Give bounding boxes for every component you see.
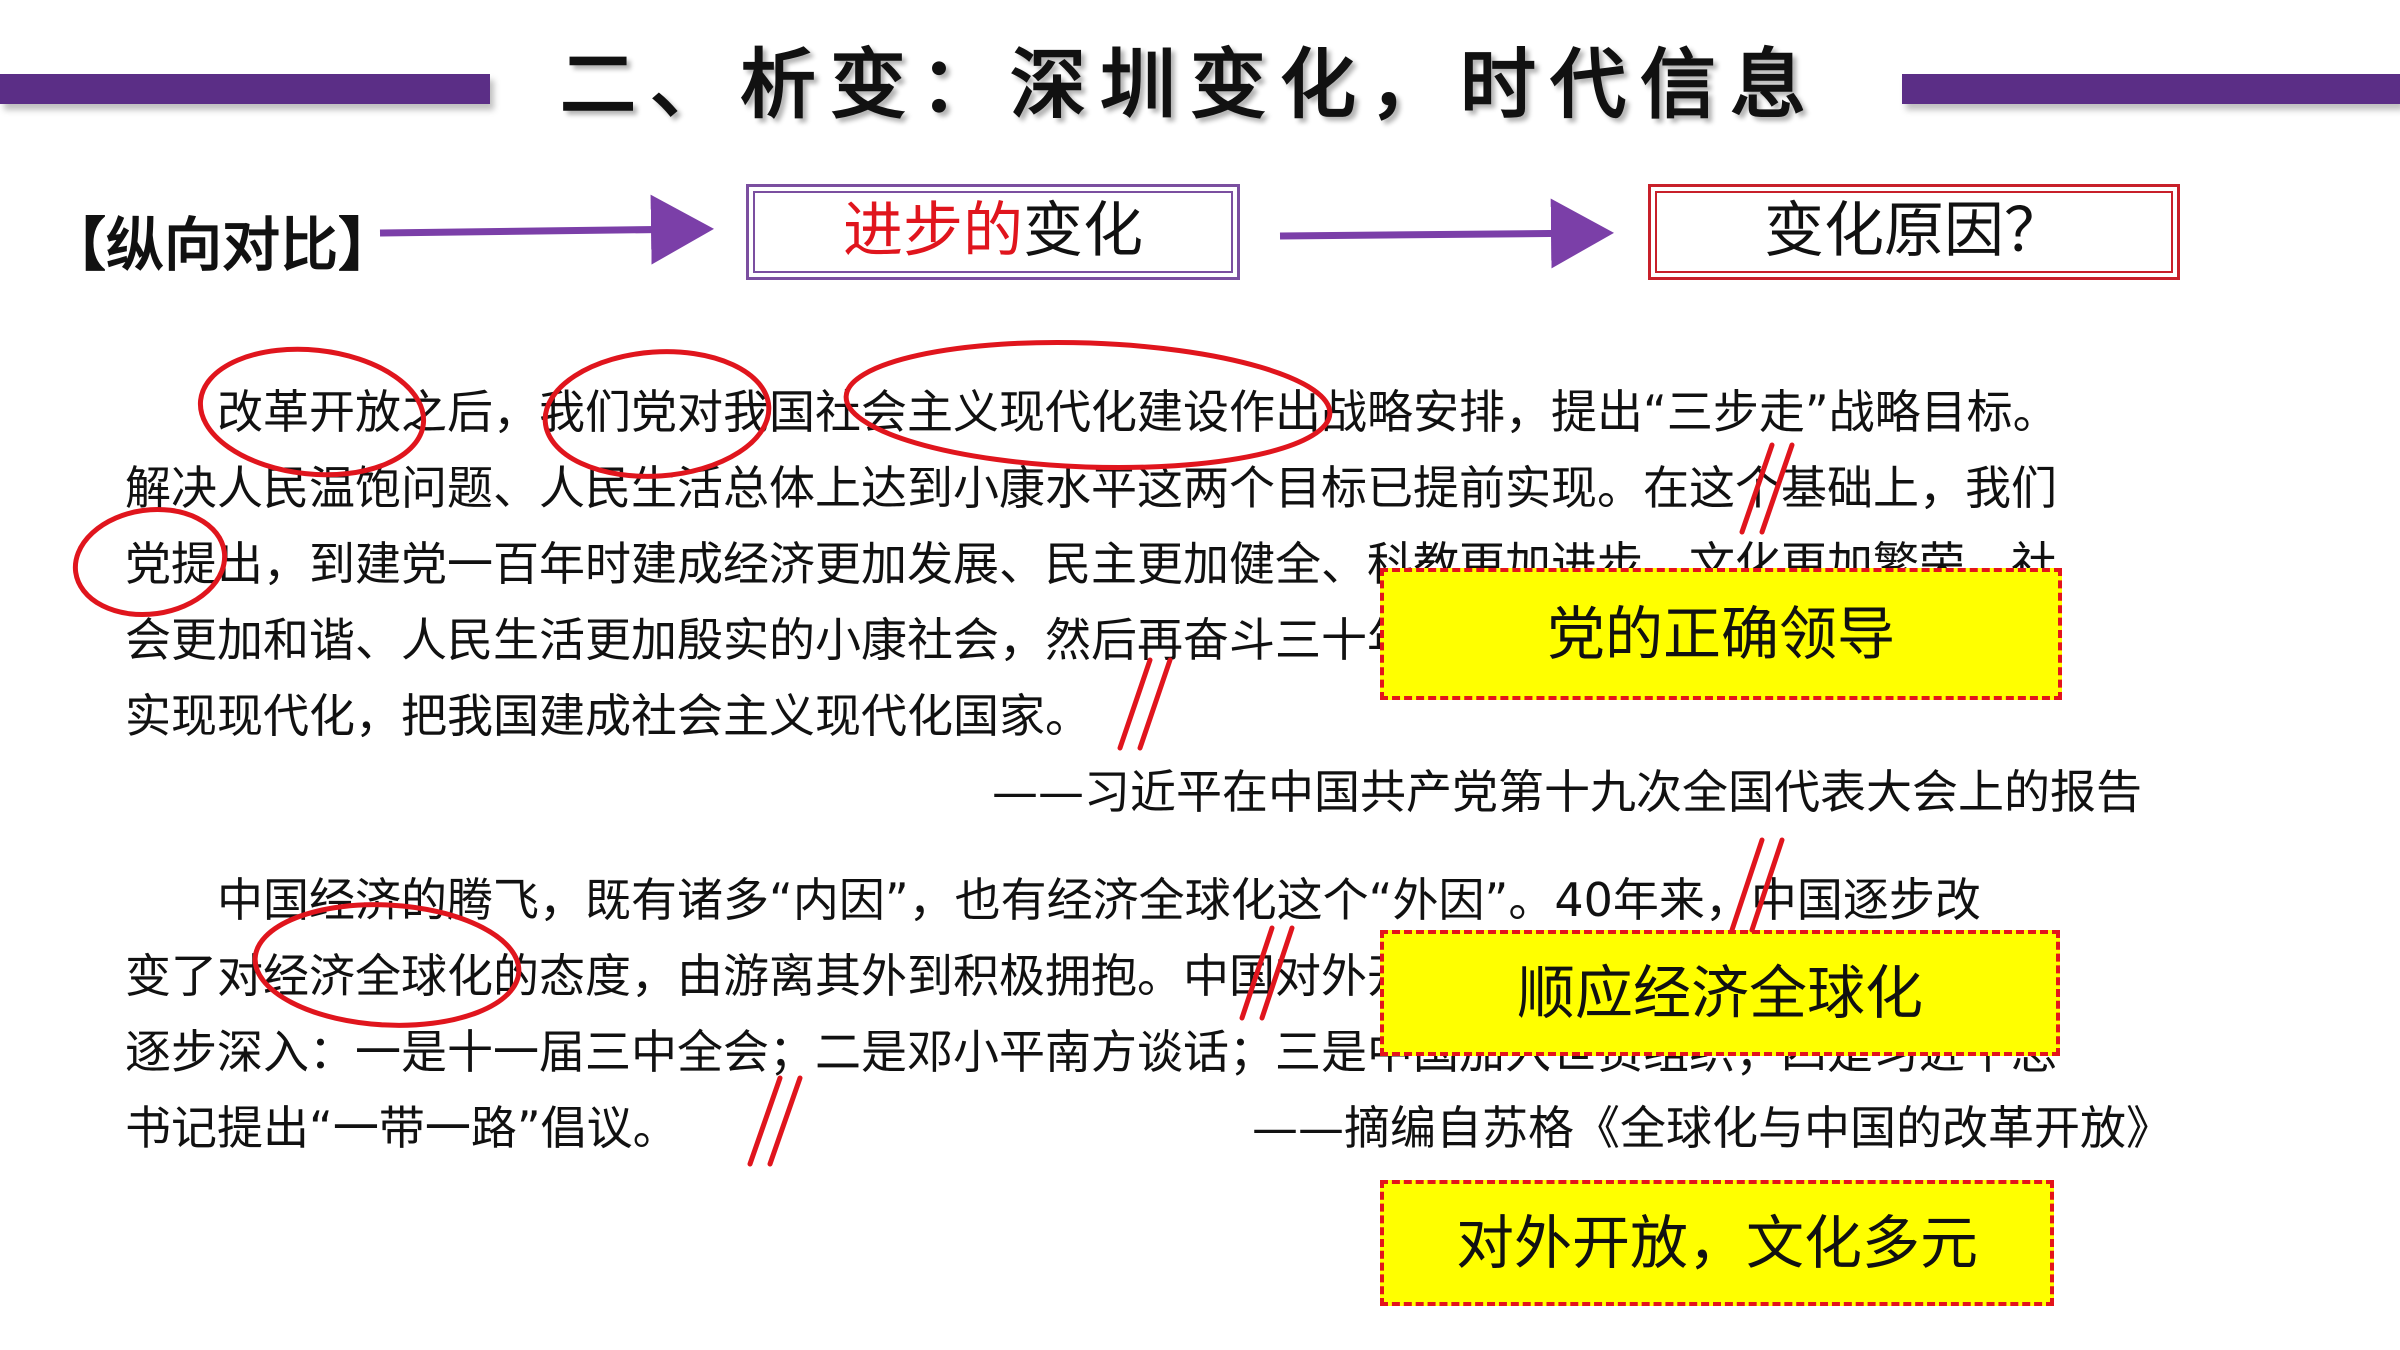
- arrow-right-1: [379, 194, 714, 265]
- compare-label: 【纵向对比】: [48, 211, 397, 279]
- header-bar-right: [1902, 74, 2400, 104]
- note-party-leadership: 党的正确领导: [1380, 568, 2062, 700]
- note-opening-culture: 对外开放，文化多元: [1380, 1180, 2054, 1306]
- passage-1-line: 实现现代化，把我国建成社会主义现代化国家。: [125, 689, 1091, 743]
- passage-2-line: 中国经济的腾飞，既有诸多“内因”，也有经济全球化这个“外因”。40年来，中国逐步…: [217, 873, 1981, 927]
- passage-2-line: 书记提出“一带一路”倡议。: [125, 1101, 679, 1155]
- progress-change-text: 变化: [1023, 196, 1143, 266]
- change-reason-box: 变化原因？: [1648, 184, 2180, 280]
- passage-1-source: ——习近平在中国共产党第十九次全国代表大会上的报告: [992, 765, 2142, 819]
- passage-1-line: 解决人民温饱问题、人民生活总体上达到小康水平这两个目标已提前实现。在这个基础上，…: [125, 461, 2057, 515]
- page-title: 二、析变：深圳变化，时代信息: [560, 40, 1820, 129]
- passage-1-line: 改革开放之后，我们党对我国社会主义现代化建设作出战略安排，提出“三步走”战略目标…: [217, 385, 2059, 439]
- header-bar-left: [0, 74, 490, 104]
- note-globalization: 顺应经济全球化: [1380, 930, 2060, 1056]
- progress-change-highlight: 进步的: [843, 196, 1023, 266]
- progress-change-box: 进步的变化: [746, 184, 1240, 280]
- arrow-right-2: [1279, 198, 1614, 269]
- passage-2-source: ——摘编自苏格《全球化与中国的改革开放》: [1252, 1101, 2172, 1155]
